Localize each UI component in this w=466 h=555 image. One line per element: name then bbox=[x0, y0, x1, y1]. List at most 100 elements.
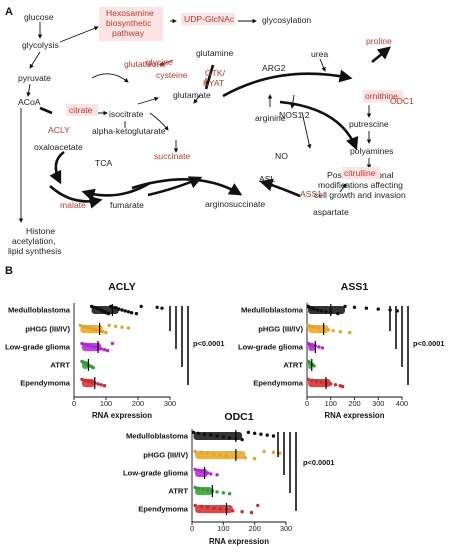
data-point bbox=[96, 382, 100, 386]
x-tick-label: 0 bbox=[305, 399, 309, 408]
node-citrulline: citrulline bbox=[344, 168, 376, 178]
category-label: Low-grade glioma bbox=[123, 469, 189, 478]
node-cysteine: cysteine bbox=[156, 70, 188, 80]
x-axis-label: RNA expression bbox=[325, 411, 385, 420]
node-ornithine: ornithine bbox=[365, 91, 398, 101]
data-point bbox=[376, 307, 380, 311]
node-urea: urea bbox=[311, 49, 328, 59]
category-label: Ependymoma bbox=[20, 379, 71, 388]
p-value: p<0.0001 bbox=[413, 339, 444, 348]
node-hexosamine-1: Hexosamine bbox=[106, 8, 154, 18]
node-alpha-ketoglutarate: alpha-ketoglutarate bbox=[92, 126, 166, 136]
dot-cluster bbox=[308, 343, 316, 351]
node-glycosylation: glycosylation bbox=[262, 15, 311, 25]
dot-cluster bbox=[308, 325, 329, 333]
dot-cluster bbox=[80, 325, 103, 333]
panel-b-label: B bbox=[5, 265, 13, 277]
dot-cluster bbox=[195, 469, 208, 477]
category-label: pHGG (III/IV) bbox=[258, 325, 303, 334]
dot-cluster bbox=[195, 451, 246, 459]
data-point bbox=[249, 510, 254, 515]
dot-cluster bbox=[82, 379, 95, 387]
node-ptm-2: modifications affecting bbox=[318, 180, 403, 190]
node-acly: ACLY bbox=[48, 125, 70, 135]
node-tca: TCA bbox=[95, 158, 112, 168]
data-point bbox=[265, 433, 269, 437]
node-fumarate: fumarate bbox=[110, 200, 144, 210]
data-point bbox=[102, 348, 107, 352]
category-label: pHGG (III/IV) bbox=[25, 325, 70, 334]
node-citrate: citrate bbox=[69, 105, 93, 115]
node-histone: Histone bbox=[26, 226, 55, 236]
category-label: Low-grade glioma bbox=[5, 343, 71, 352]
node-hexosamine-3: pathway bbox=[112, 28, 145, 38]
dot-cluster bbox=[193, 432, 243, 440]
node-malate: malate bbox=[60, 200, 86, 210]
metabolites-red: Hexosamine biosynthetic pathway UDP-GlcN… bbox=[48, 7, 414, 210]
x-tick-label: 200 bbox=[348, 399, 360, 408]
dot-cluster bbox=[82, 343, 102, 351]
x-tick-label: 300 bbox=[280, 524, 292, 533]
x-tick-label: 200 bbox=[248, 524, 260, 533]
data-point bbox=[91, 366, 95, 370]
x-axis-label: RNA expression bbox=[209, 537, 269, 546]
node-kyat: KYAT bbox=[203, 78, 225, 88]
dot-cluster bbox=[91, 306, 119, 314]
data-point bbox=[120, 308, 124, 312]
dot-cluster bbox=[308, 306, 345, 314]
category-label: ATRT bbox=[50, 361, 70, 370]
data-point bbox=[105, 348, 110, 353]
category-label: Medulloblastoma bbox=[126, 432, 189, 441]
node-proline: proline bbox=[366, 36, 392, 46]
data-point bbox=[320, 346, 325, 350]
data-point bbox=[333, 383, 338, 387]
category-label: Low-grade glioma bbox=[238, 343, 304, 352]
node-oxaloacetate: oxaloacetate bbox=[34, 142, 83, 152]
data-point bbox=[348, 330, 352, 335]
data-point bbox=[340, 384, 345, 389]
data-point bbox=[278, 451, 282, 455]
node-gtk: GTK/ bbox=[205, 68, 226, 78]
x-tick-label: 300 bbox=[164, 399, 176, 408]
data-point bbox=[134, 311, 139, 316]
data-point bbox=[364, 306, 369, 310]
node-acoa: ACoA bbox=[18, 97, 41, 107]
data-point bbox=[252, 456, 257, 461]
data-point bbox=[215, 473, 219, 477]
node-acetylation: acetylation, bbox=[12, 236, 55, 246]
data-point bbox=[352, 305, 357, 309]
category-label: ATRT bbox=[168, 487, 188, 496]
data-point bbox=[256, 503, 260, 508]
dot-cluster bbox=[195, 487, 213, 495]
data-point bbox=[155, 305, 159, 309]
data-point bbox=[107, 323, 111, 328]
node-arginosuccinate: arginosuccinate bbox=[205, 199, 265, 209]
data-point bbox=[126, 326, 131, 330]
data-point bbox=[271, 450, 276, 454]
dot-cluster bbox=[195, 505, 233, 513]
data-point bbox=[317, 345, 321, 349]
node-arginine: arginine bbox=[255, 113, 286, 123]
p-value: p<0.0001 bbox=[303, 458, 334, 467]
node-ptm-3: cell growth and invasion bbox=[314, 190, 406, 200]
data-point bbox=[252, 431, 257, 435]
x-tick-label: 100 bbox=[217, 524, 229, 533]
node-hexosamine-2: biosynthetic bbox=[106, 18, 152, 28]
node-nos: NOS1,2 bbox=[279, 110, 310, 120]
data-point bbox=[104, 330, 108, 335]
data-point bbox=[110, 341, 115, 346]
panel-a-label: A bbox=[5, 6, 13, 18]
pathway-arrows-thick bbox=[39, 46, 392, 209]
node-glycolysis: glycolysis bbox=[22, 40, 59, 50]
node-aspartate: aspartate bbox=[313, 207, 349, 217]
x-tick-label: 200 bbox=[132, 399, 144, 408]
node-asl: ASL bbox=[259, 174, 275, 184]
node-glutamate: glutamate bbox=[173, 90, 211, 100]
node-glutathione: glutathione bbox=[124, 59, 166, 69]
data-point bbox=[338, 330, 342, 334]
node-isocitrate: isocitrate bbox=[109, 109, 144, 119]
